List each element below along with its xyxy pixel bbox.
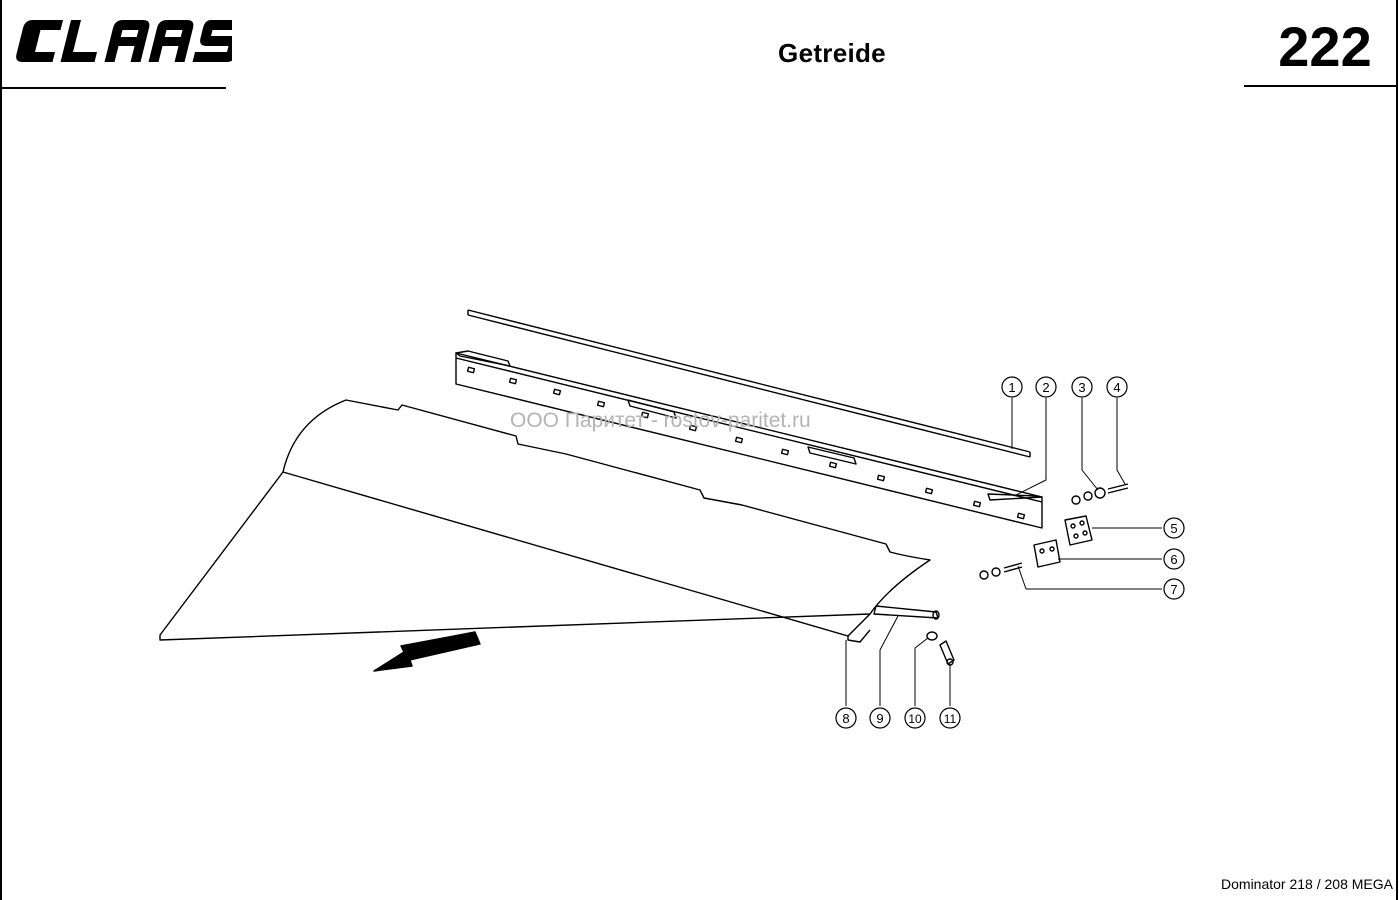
callout-3 [1071,376,1093,398]
callout-1 [1001,376,1023,398]
callout-5 [1163,517,1185,539]
callout-label-3: 3 [1078,380,1085,395]
callout-label-4: 4 [1113,380,1120,395]
callout-label-7: 7 [1170,582,1177,597]
callout-10 [904,707,926,729]
callout-label-6: 6 [1170,552,1177,567]
callout-label-1: 1 [1008,380,1015,395]
claas-logo [16,20,232,62]
callout-6 [1163,548,1185,570]
header-rule-left [0,87,226,89]
part-shaft [873,605,940,620]
part-rod [467,309,1031,458]
part-cover-sheet [159,399,931,643]
page-border-left [0,0,2,900]
callout-9 [869,707,891,729]
part-washer-bolt-bottom [926,631,955,666]
callout-label-5: 5 [1170,521,1177,536]
callout-2 [1035,376,1057,398]
page-number: 222 [1278,15,1372,78]
callout-label-2: 2 [1042,380,1049,395]
header-rule-right [1244,85,1398,87]
watermark: ООО Паритет - rostov-paritet.ru [510,409,811,432]
page-title: Getreide [778,38,886,68]
callout-label-8: 8 [842,711,849,726]
callout-label-10: 10 [908,712,922,726]
part-plate-upper [1064,515,1093,546]
callout-4 [1106,376,1128,398]
part-plate-lower [1033,539,1061,568]
callout-label-11: 11 [944,712,957,726]
callout-8 [835,707,857,729]
part-rail [455,350,1043,529]
footer-model: Dominator 218 / 208 MEGA [1221,876,1393,892]
page-border-right [1396,0,1398,900]
callout-11 [939,707,961,729]
callout-label-9: 9 [876,711,883,726]
part-washer-bolt-top [1071,483,1129,505]
part-bolt-set [979,562,1023,580]
callout-7 [1163,578,1185,600]
direction-arrow [373,631,481,672]
